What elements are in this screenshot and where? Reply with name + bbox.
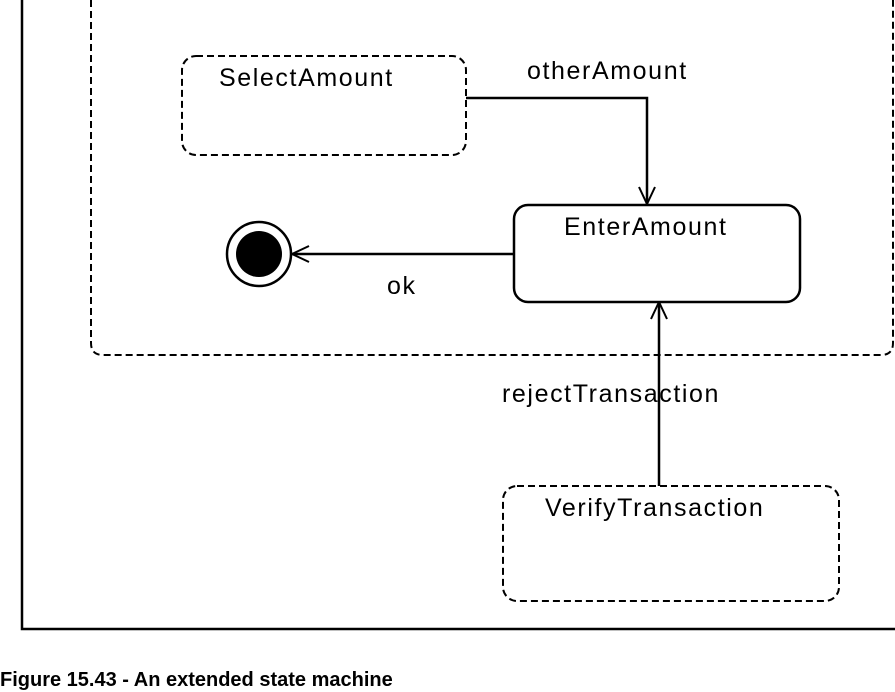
transition-ok[interactable]: ok	[292, 254, 514, 300]
figure-caption: Figure 15.43 - An extended state machine	[0, 669, 393, 691]
state-select-amount-label: SelectAmount	[219, 64, 394, 92]
state-verify-transaction-label: VerifyTransaction	[545, 494, 764, 522]
transition-ok-label: ok	[387, 272, 417, 300]
outer-frame	[20, 0, 895, 631]
transition-other-amount-label: otherAmount	[527, 57, 688, 85]
state-enter-amount-label: EnterAmount	[564, 213, 728, 241]
transition-reject-transaction-label: rejectTransaction	[502, 380, 720, 408]
state-verify-transaction[interactable]: VerifyTransaction	[502, 485, 840, 602]
final-state[interactable]	[225, 220, 293, 288]
state-select-amount[interactable]: SelectAmount	[181, 55, 467, 156]
composite-state-region	[90, 0, 894, 356]
state-enter-amount[interactable]: EnterAmount	[512, 203, 802, 304]
transition-other-amount[interactable]: otherAmount	[466, 57, 688, 204]
final-state-inner-dot	[236, 231, 282, 277]
transition-other-amount-line	[466, 96, 647, 204]
transition-reject-transaction[interactable]: rejectTransaction	[502, 302, 720, 486]
state-verify-transaction-box	[502, 485, 840, 602]
state-select-amount-box	[181, 55, 467, 156]
